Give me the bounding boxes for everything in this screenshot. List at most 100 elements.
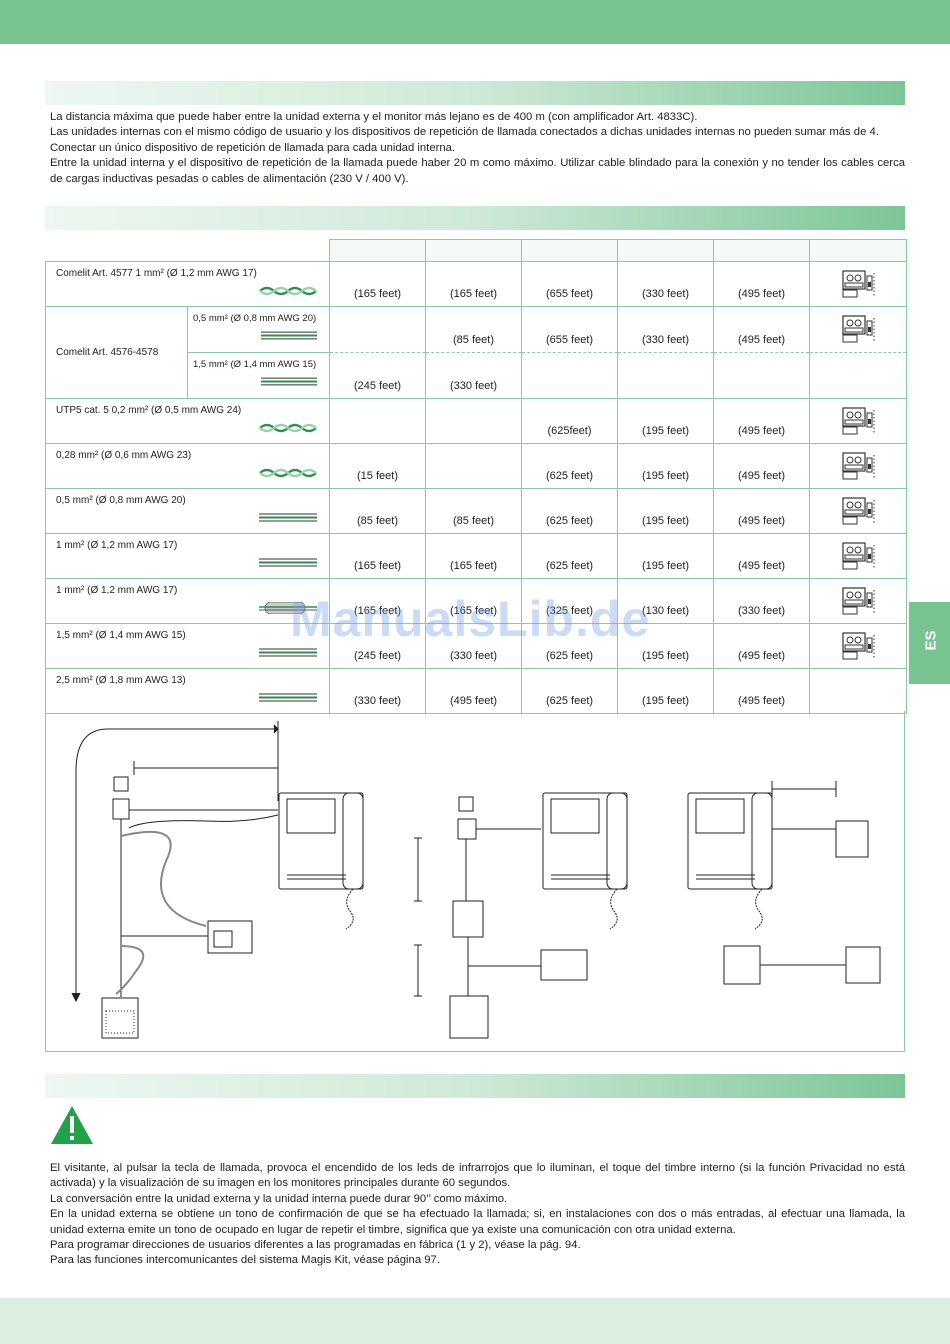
jumper-cell: [809, 623, 907, 669]
distance-cell: (85 feet): [425, 306, 522, 353]
distance-cell: (495 feet): [713, 261, 810, 307]
intro-paragraph: Las unidades internas con el mismo códig…: [50, 126, 879, 139]
jumper-icon: [842, 632, 875, 660]
jumper-cell: [809, 578, 907, 624]
cable-twisted-icon: [259, 286, 317, 296]
distance-cell: (165 feet): [425, 533, 522, 579]
jumper-cell: [809, 352, 907, 399]
distance-cell: (165 feet): [425, 261, 522, 307]
cable-parallel-icon: [259, 693, 317, 702]
distance-cell: (625 feet): [521, 533, 618, 579]
table-header-row: [45, 239, 907, 262]
intro-paragraph: Conectar un único dispositivo de repetic…: [50, 141, 456, 154]
distance-cell: (330 feet): [713, 578, 810, 624]
jumper-icon: [842, 407, 875, 435]
distribution-box-icon: [452, 900, 484, 938]
amplifier-icon: [835, 820, 869, 858]
distance-cell: (330 feet): [617, 306, 714, 353]
distance-cell: (495 feet): [713, 623, 810, 669]
distance-cell: (625 feet): [521, 488, 618, 534]
notes-paragraph: En la unidad externa se obtiene un tono …: [50, 1208, 905, 1236]
cable-parallel-icon: [259, 513, 317, 522]
power-supply-icon: [845, 946, 881, 984]
jumper-icon: [842, 497, 875, 525]
notes-paragraph: La conversación entre la unidad externa …: [50, 1192, 508, 1205]
distance-cell: (195 feet): [617, 668, 714, 714]
table-row: 0,5 mm² (Ø 0,8 mm AWG 20)(85 feet)(85 fe…: [45, 488, 907, 534]
section-band-2: [45, 206, 905, 230]
distance-cell: (625 feet): [521, 443, 618, 489]
distance-cell: (325 feet): [521, 578, 618, 624]
section-band-1: [45, 81, 905, 105]
table-row: 1,5 mm² (Ø 1,4 mm AWG 15)(245 feet)(330 …: [45, 623, 907, 669]
cable-parallel-icon: [261, 377, 317, 386]
jumper-cell: [809, 443, 907, 489]
jumper-icon: [842, 452, 875, 480]
warning-icon: [51, 1106, 93, 1144]
distance-cell: (495 feet): [713, 488, 810, 534]
table-row: 1 mm² (Ø 1,2 mm AWG 17)(165 feet)(165 fe…: [45, 533, 907, 579]
distance-cell: (625feet): [521, 398, 618, 444]
section-band-3: [45, 1074, 905, 1098]
distance-cell: (85 feet): [329, 488, 426, 534]
distance-cell: [425, 398, 522, 444]
distance-cell: (165 feet): [329, 261, 426, 307]
table-row: 2,5 mm² (Ø 1,8 mm AWG 13)(330 feet)(495 …: [45, 668, 907, 714]
distance-arrow-1: [75, 728, 278, 999]
cable-group-label: Comelit Art. 4576-4578: [45, 306, 188, 399]
language-tab: ES: [909, 602, 950, 684]
distance-cell: (330 feet): [425, 352, 522, 399]
cable-label: 1,5 mm² (Ø 1,4 mm AWG 15): [187, 352, 330, 399]
intro-text: La distancia máxima que puede haber entr…: [50, 110, 905, 187]
distance-cell: (655 feet): [521, 261, 618, 307]
distance-cell: (165 feet): [329, 533, 426, 579]
notes-paragraph: Para las funciones intercomunicantes del…: [50, 1254, 440, 1267]
jumper-icon: [842, 587, 875, 615]
distance-cell: (495 feet): [713, 443, 810, 489]
jumper-cell: [809, 306, 907, 353]
distance-cell: [713, 352, 810, 399]
distance-cell: (165 feet): [329, 578, 426, 624]
notes-paragraph: El visitante, al pulsar la tecla de llam…: [50, 1162, 905, 1190]
outdoor-unit-icon: [101, 997, 139, 1039]
cable-label: 2,5 mm² (Ø 1,8 mm AWG 13): [45, 668, 330, 714]
distance-cell: [425, 443, 522, 489]
distance-cell: (245 feet): [329, 352, 426, 399]
distance-cell: [617, 352, 714, 399]
distance-cell: (495 feet): [713, 398, 810, 444]
outdoor-button-icon: [458, 796, 474, 812]
distance-cell: (330 feet): [425, 623, 522, 669]
outdoor-button-icon: [113, 776, 129, 792]
cable-label: 0,5 mm² (Ø 0,8 mm AWG 20): [45, 488, 330, 534]
intro-paragraph: Entre la unidad interna y el dispositivo…: [50, 157, 905, 185]
distance-cell: (195 feet): [617, 488, 714, 534]
cable-parallel-icon: [261, 331, 317, 340]
table-row: UTP5 cat. 5 0,2 mm² (Ø 0,5 mm AWG 24) (62…: [45, 398, 907, 444]
distance-cell: (195 feet): [617, 443, 714, 489]
jumper-icon: [842, 270, 875, 298]
jumper-cell: [809, 488, 907, 534]
cable-parallel-icon: [259, 558, 317, 567]
cable-label: 1 mm² (Ø 1,2 mm AWG 17): [45, 578, 330, 624]
wiring-diagram-panel: [45, 711, 905, 1052]
repeater-device-icon: [540, 949, 588, 981]
jumper-cell: [809, 533, 907, 579]
notes-text: El visitante, al pulsar la tecla de llam…: [50, 1161, 905, 1269]
cable-label: UTP5 cat. 5 0,2 mm² (Ø 0,5 mm AWG 24): [45, 398, 330, 444]
distance-cell: (195 feet): [617, 398, 714, 444]
cable-parallel-icon: [259, 648, 317, 657]
cable-label: 0,5 mm² (Ø 0,8 mm AWG 20): [187, 306, 330, 353]
cable-label: Comelit Art. 4577 1 mm² (Ø 1,2 mm AWG 17…: [45, 261, 330, 307]
distance-cell: (195 feet): [617, 533, 714, 579]
distance-cell: [329, 398, 426, 444]
cable-twisted-icon: [259, 423, 317, 433]
distance-cell: (495 feet): [713, 306, 810, 353]
notes-paragraph: Para programar direcciones de usuarios d…: [50, 1239, 581, 1252]
outdoor-unit-icon: [449, 995, 489, 1039]
cable-twisted-icon: [259, 468, 317, 478]
table-row: 1 mm² (Ø 1,2 mm AWG 17)(165 feet)(165 fe…: [45, 578, 907, 624]
cable-label: 1,5 mm² (Ø 1,4 mm AWG 15): [45, 623, 330, 669]
repeater-device-icon: [207, 920, 253, 954]
wiring-diagrams: [71, 721, 881, 1039]
